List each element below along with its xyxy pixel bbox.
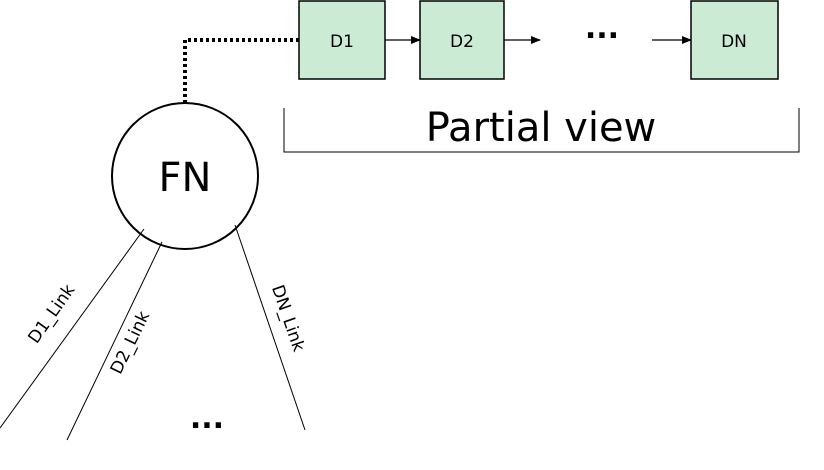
d1-box [298, 0, 386, 80]
chain-ellipsis: ... [585, 11, 619, 46]
d1-link-label: D1_Link [24, 281, 79, 348]
chain-node-dn[interactable]: DN [690, 0, 779, 80]
d2-link-line [66, 241, 163, 441]
d2-label: D2 [450, 32, 474, 52]
dn-label: DN [721, 32, 747, 52]
chain-node-d1[interactable]: D1 [298, 0, 386, 80]
fn-to-d1-dotted-connector [183, 38, 299, 103]
partial-view-label: Partial view [426, 105, 657, 151]
dn-box [690, 0, 779, 80]
fn-label: FN [159, 155, 212, 201]
partial-view-bracket [283, 108, 800, 153]
dn-link-line [234, 224, 306, 431]
dn-link-label: DN_Link [267, 282, 308, 354]
d1-link-line [0, 228, 145, 429]
d2-box [419, 0, 505, 80]
links-ellipsis: ... [190, 401, 224, 436]
fn-circle [111, 102, 259, 250]
chain-node-d2[interactable]: D2 [419, 0, 505, 80]
d1-label: D1 [330, 32, 354, 52]
fn-node[interactable]: FN [111, 102, 259, 250]
